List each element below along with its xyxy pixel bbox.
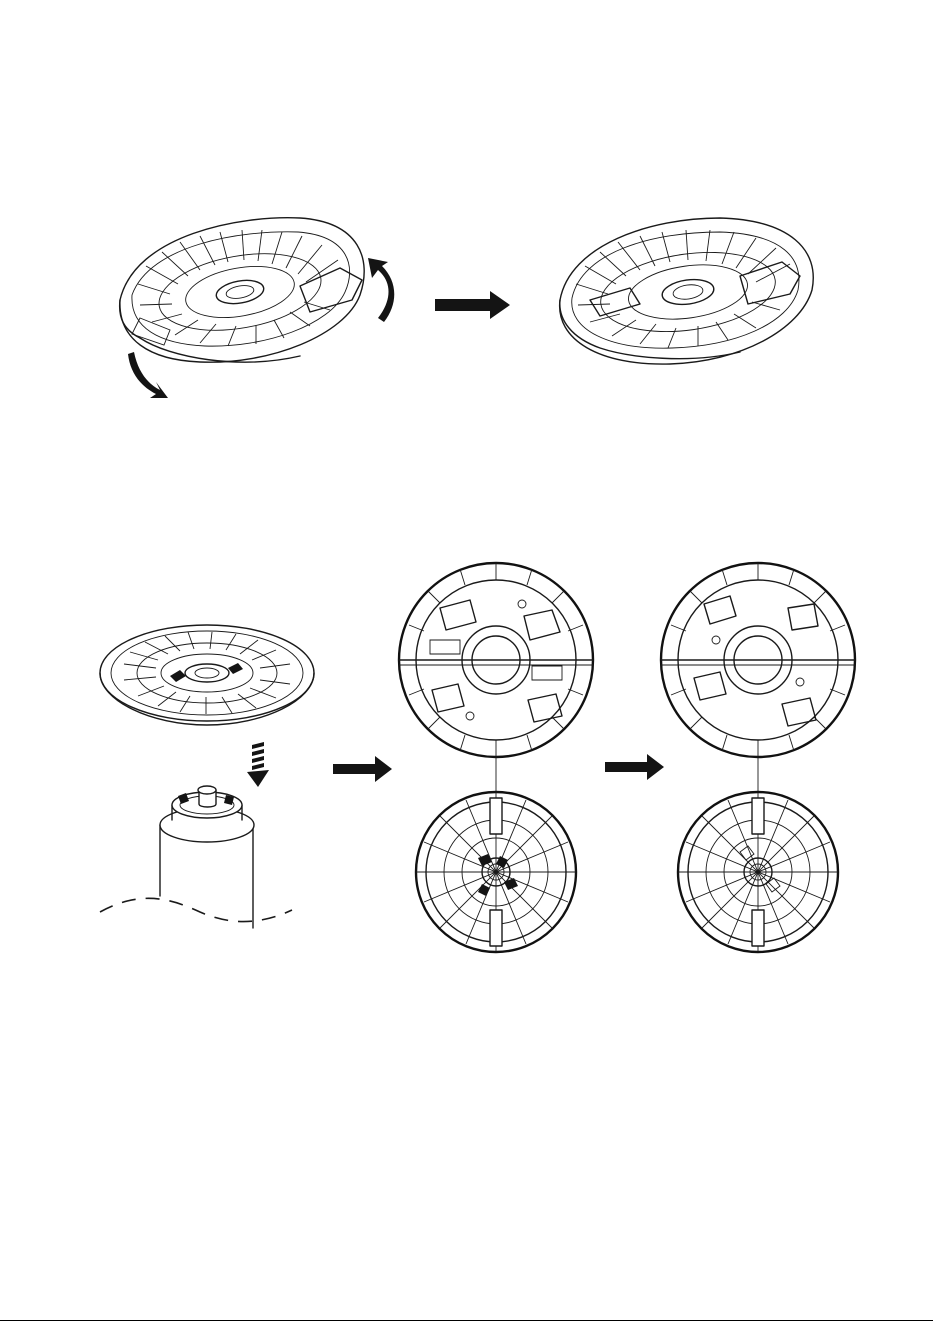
top-view-alignment	[399, 563, 593, 952]
top-view-locked	[661, 563, 855, 952]
bracket-tilted-rotating	[120, 218, 365, 362]
bracket-above-pole	[100, 625, 314, 725]
right-arrow-icon	[605, 754, 664, 780]
curved-arrow-icon	[128, 352, 168, 398]
down-arrow-icon	[247, 742, 269, 787]
right-arrow-icon	[435, 291, 510, 319]
pole	[100, 786, 292, 928]
bracket-rotated	[560, 218, 814, 364]
page-bottom-rule	[0, 1320, 933, 1321]
right-arrow-icon	[333, 756, 392, 782]
curved-arrow-icon	[368, 258, 394, 322]
